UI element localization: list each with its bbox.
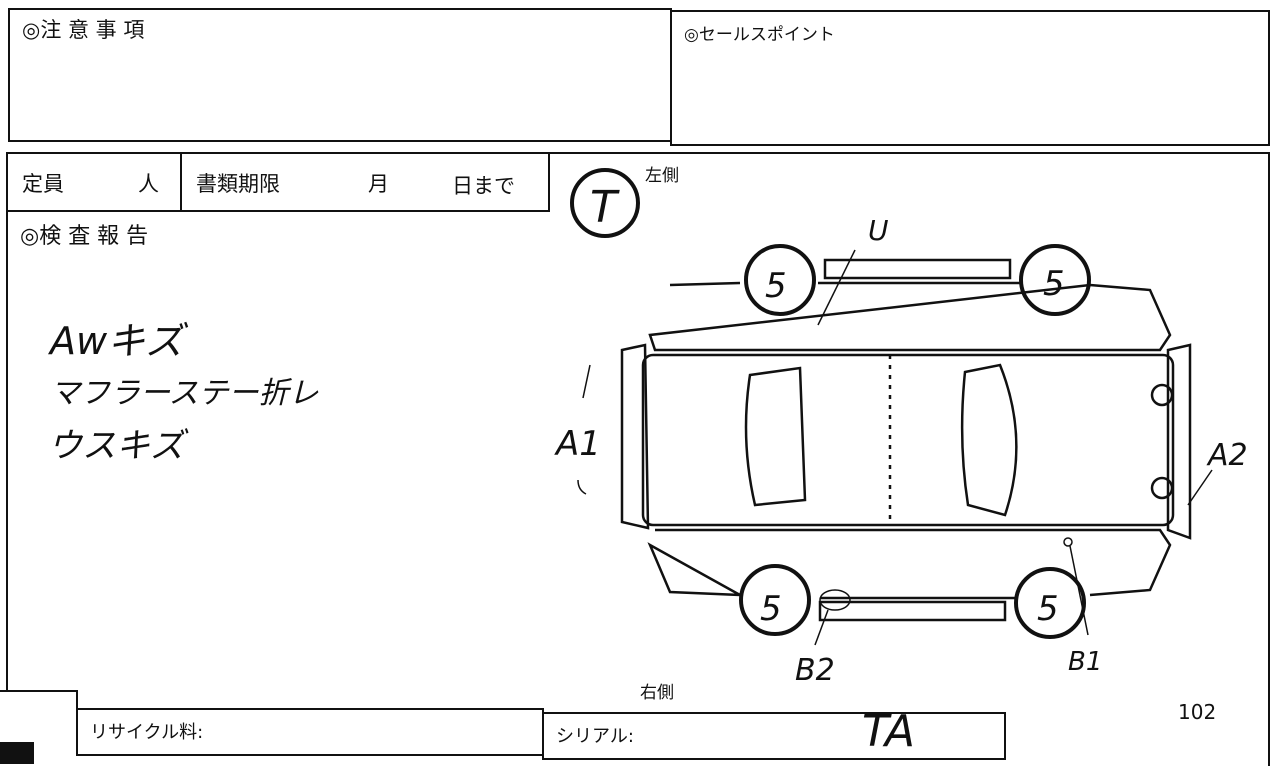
notes-label: ◎注 意 事 項	[22, 18, 145, 42]
car-body	[641, 353, 1175, 527]
inspector-mark-circle	[570, 168, 640, 238]
handwritten-note-1: Awキズ	[50, 319, 184, 363]
page-number: 102	[1178, 700, 1217, 724]
tire-grade-front-left: 5	[765, 266, 787, 306]
document-deadline-day: 日まで	[452, 174, 515, 198]
tire-grade-rear-left: 5	[1043, 264, 1065, 304]
black-marker	[0, 742, 34, 764]
capacity-unit: 人	[138, 172, 159, 196]
front-bumper	[620, 343, 650, 530]
wheel-front-right	[739, 564, 811, 636]
left-body-panel	[648, 281, 1172, 352]
inspection-report-label: ◎検 査 報 告	[20, 224, 149, 249]
recycle-fee-label: リサイクル料:	[90, 722, 204, 743]
bottom-notch-line	[0, 690, 78, 712]
right-body-panel	[647, 528, 1172, 600]
serial-box	[542, 712, 1006, 760]
sales-points-label: ◎セールスポイント	[684, 25, 835, 45]
tail-light-right	[1150, 476, 1174, 500]
mark-rear: A2	[1206, 438, 1248, 473]
document-deadline-label: 書類期限	[196, 172, 280, 196]
serial-label: シリアル:	[556, 726, 634, 747]
rear-bumper	[1166, 343, 1192, 540]
left-side-label: 左側	[645, 166, 679, 186]
capacity-label: 定員	[22, 172, 64, 196]
wheel-rear-right	[1014, 567, 1086, 639]
rear-window	[960, 363, 1018, 517]
handwritten-note-2: マフラーステー折レ	[50, 376, 319, 411]
tire-grade-rear-right: 5	[1037, 589, 1059, 629]
inspection-box	[6, 152, 1270, 766]
wheel-rear-left	[1019, 244, 1091, 316]
mark-bottom-right: B1	[1068, 647, 1102, 677]
handwritten-note-3: ウスキズ	[48, 426, 184, 466]
mark-top: U	[868, 214, 889, 247]
mark-bottom-left: B2	[795, 653, 835, 688]
windshield	[744, 366, 807, 507]
wheel-front-left	[744, 244, 816, 316]
mark-front: A1	[554, 424, 601, 464]
header-row	[6, 152, 550, 212]
tire-grade-front-right: 5	[760, 589, 782, 629]
header-divider	[180, 152, 182, 212]
sales-points-box	[670, 10, 1270, 146]
left-step	[823, 258, 1012, 280]
right-side-label: 右側	[640, 683, 674, 703]
serial-value: TA	[862, 706, 915, 757]
tail-light-left	[1150, 383, 1174, 407]
right-step	[818, 600, 1007, 622]
inspector-mark: T	[590, 182, 620, 233]
document-deadline-month: 月	[368, 172, 389, 196]
